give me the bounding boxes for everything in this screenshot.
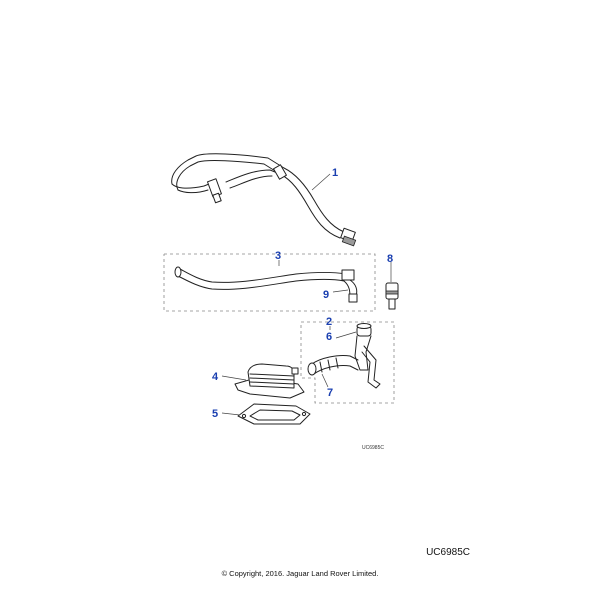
callout-6: 6 [326, 331, 332, 343]
part-8-connector [385, 262, 399, 310]
callout-7: 7 [327, 387, 333, 399]
callout-3: 3 [275, 250, 281, 262]
group-box-3 [163, 253, 376, 312]
callout-9: 9 [323, 289, 329, 301]
drawing-code-small: UC6985C [362, 445, 384, 451]
callout-8: 8 [387, 253, 393, 265]
copyright-notice: © Copyright, 2016. Jaguar Land Rover Lim… [221, 569, 379, 578]
part-5-gasket [221, 403, 311, 425]
drawing-code: UC6985C [426, 547, 470, 558]
callout-2: 2 [326, 316, 332, 328]
group-box-2 [300, 321, 395, 404]
part-3-hose [174, 260, 358, 303]
callout-1: 1 [332, 167, 338, 179]
part-4-oil-separator [221, 363, 305, 399]
part-1-breather-hose [171, 153, 357, 247]
callout-5: 5 [212, 408, 218, 420]
part-6-7-valve-assembly [307, 323, 381, 389]
callout-4: 4 [212, 371, 219, 383]
